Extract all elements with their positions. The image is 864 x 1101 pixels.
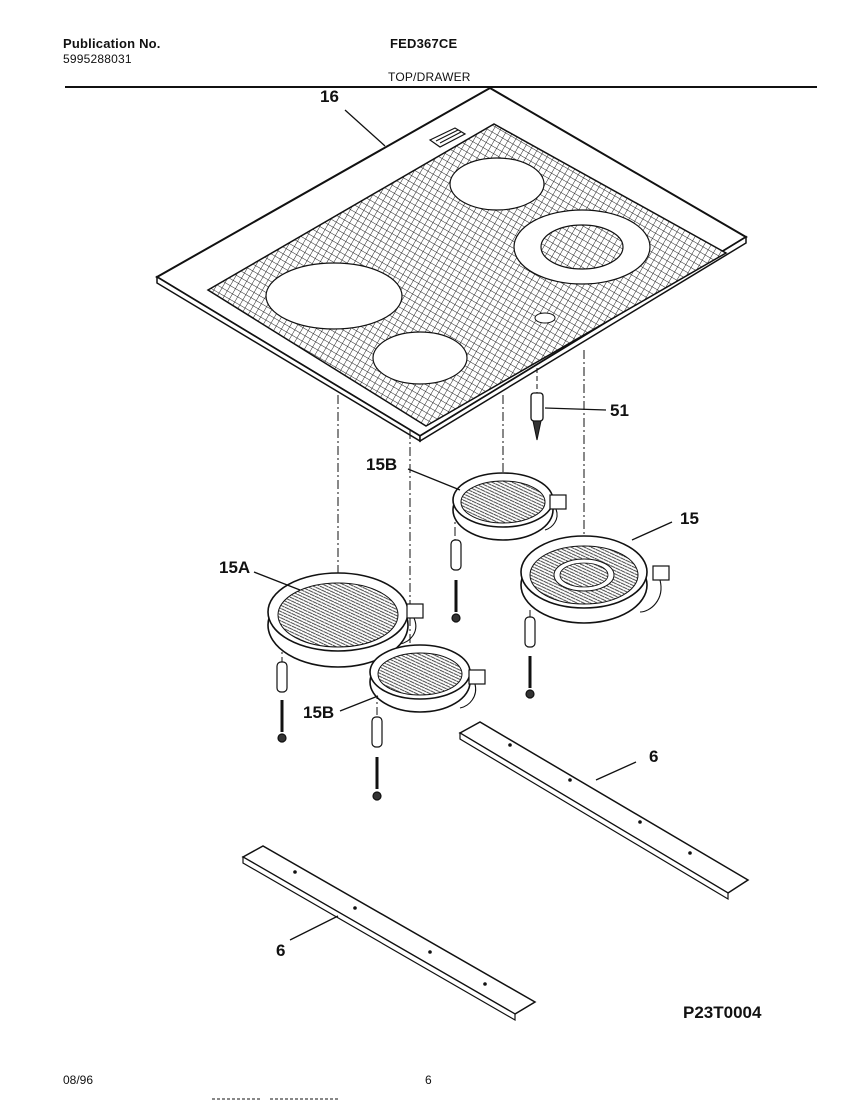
model-number: FED367CE xyxy=(390,36,458,51)
callout-51: 51 xyxy=(610,401,629,420)
surface-element-15b-lower xyxy=(369,644,486,713)
footer-page-number: 6 xyxy=(425,1073,432,1087)
footer-date: 08/96 xyxy=(63,1073,94,1087)
support-bracket-left xyxy=(241,845,537,1022)
leader-51 xyxy=(544,407,607,411)
support-bracket-right xyxy=(458,721,750,901)
diagram-code: P23T0004 xyxy=(683,1003,762,1022)
leader-15a xyxy=(253,571,301,591)
surface-element-15 xyxy=(520,535,670,624)
section-title: TOP/DRAWER xyxy=(388,70,471,84)
leader-16 xyxy=(344,109,386,147)
cooktop-glass-top xyxy=(155,86,748,443)
leader-15b-lower xyxy=(339,695,379,712)
callout-15b-lower: 15B xyxy=(303,703,335,722)
infinite-switch xyxy=(530,368,544,441)
leader-15b-upper xyxy=(407,468,461,491)
callout-15a: 15A xyxy=(219,558,251,577)
leader-6-left xyxy=(289,915,339,941)
header-rule xyxy=(65,86,817,88)
publication-label: Publication No. xyxy=(63,36,161,51)
spacers-and-screws xyxy=(276,539,536,801)
surface-element-15b-upper xyxy=(452,472,567,541)
leader-15 xyxy=(631,521,673,541)
publication-number: 5995288031 xyxy=(63,52,132,66)
callout-6-right: 6 xyxy=(649,747,659,766)
callout-15: 15 xyxy=(680,509,699,528)
surface-element-15a xyxy=(267,572,424,668)
callout-6-left: 6 xyxy=(276,941,286,960)
callout-15b-upper: 15B xyxy=(366,455,398,474)
leader-6-right xyxy=(595,761,637,781)
callout-16: 16 xyxy=(320,87,339,106)
